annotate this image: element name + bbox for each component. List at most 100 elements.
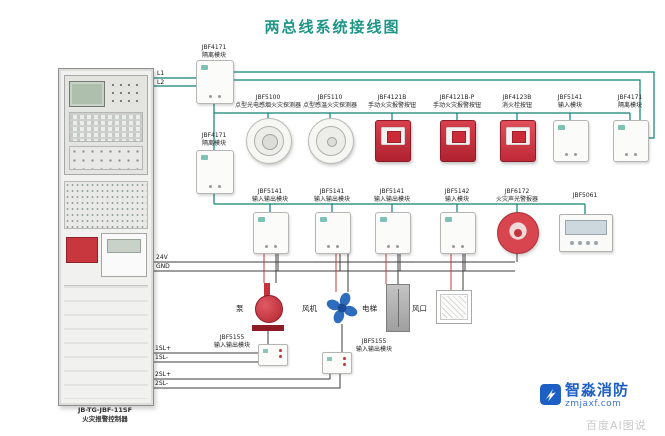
bus-label-2sl-plus: 2SL+: [155, 371, 171, 378]
bus-label-1sl-plus: 1SL+: [155, 345, 171, 352]
device-name: 输入模块: [557, 102, 582, 109]
io-module-5155-a: [258, 344, 288, 366]
device-name: 手动火灾报警按钮: [367, 102, 416, 109]
device-model: JBF5141: [379, 188, 405, 195]
device-name: 隔离模块: [201, 140, 226, 147]
io-module-5155-b: [322, 352, 352, 374]
bus-label-24v: 24V: [156, 254, 168, 261]
device-model: JBF4171: [201, 132, 227, 139]
row1-label-4: JBF4123B 消火栓按钮: [472, 94, 562, 110]
row2-label-3: JBF5142 输入模块: [417, 188, 497, 204]
isolator-module-right: [613, 120, 649, 162]
device-name: 输入输出模块: [251, 196, 288, 203]
device-model: JBF5100: [255, 94, 281, 101]
brand-icon: [540, 384, 561, 405]
bus-label-l2: L2: [157, 79, 165, 86]
pump-body: [255, 295, 283, 323]
brand-domain: zmjaxf.com: [565, 399, 622, 409]
floor-display-panel: [559, 214, 613, 252]
row1-label-3: JBF4121B-P 手动火灾报警按钮: [412, 94, 502, 110]
input-module-row2: [440, 212, 476, 254]
iso-mid-label: JBF4171 隔离模块: [169, 132, 259, 148]
device-model: JBF4121B-P: [439, 94, 475, 101]
row2-label-1: JBF5141 输入输出模块: [292, 188, 372, 204]
device-model: JBF5141: [257, 188, 283, 195]
fire-alarm-control-panel: [58, 68, 154, 406]
device-name: 隔离模块: [617, 102, 642, 109]
isolator-module-mid: [196, 150, 234, 194]
device-name: 输入模块: [444, 196, 469, 203]
device-name: 输入输出模块: [355, 346, 392, 353]
io5155-label-1: JBF5155 输入输出模块: [338, 338, 410, 354]
row2-label-4: JBF6172 火灾声光警报器: [477, 188, 557, 204]
row1-label-0: JBF5100 点型光电感烟火灾探测器: [223, 94, 313, 110]
fan-label: 风机: [302, 304, 317, 313]
device-name: 隔离模块: [201, 52, 226, 59]
bus-label-l1: L1: [157, 70, 165, 77]
device-model: JBF5110: [317, 94, 343, 101]
device-model: JBF4171: [201, 44, 227, 51]
brand-text: 智淼消防 zmjaxf.com: [565, 382, 629, 410]
device-name: 消火栓按钮: [501, 102, 532, 109]
row2-label-2: JBF5141 输入输出模块: [352, 188, 432, 204]
io5155-label-0: JBF5155 输入输出模块: [196, 334, 268, 350]
manual-call-point-2: [440, 120, 476, 162]
manual-call-point-1: [375, 120, 411, 162]
io-module-2: [315, 212, 351, 254]
smoke-detector: [246, 118, 292, 164]
elevator-label: 电梯: [362, 304, 377, 313]
row1-label-5: JBF5141 输入模块: [525, 94, 615, 110]
panel-caption: JB-TG-JBF-11SF 火灾报警控制器: [58, 406, 152, 424]
device-model: JBF5155: [361, 338, 387, 345]
panel-display-submodule: [101, 233, 147, 277]
pump-icon: [252, 283, 284, 331]
row1-label-1: JBF5110 点型感温火灾探测器: [285, 94, 375, 110]
bus-label-2sl-minus: 2SL-: [155, 380, 169, 387]
device-name: 输入输出模块: [373, 196, 410, 203]
pump-base: [252, 325, 284, 331]
hydrant-button: [500, 120, 536, 162]
row2-label-5: JBF5061: [545, 192, 625, 200]
brand-name: 智淼消防: [565, 381, 630, 399]
fan-icon: [326, 292, 358, 324]
watermark-text: 百度AI图说: [586, 419, 647, 432]
io-module-1: [253, 212, 289, 254]
brand-logo: 智淼消防 zmjaxf.com: [540, 382, 629, 410]
device-name: 点型感温火灾探测器: [302, 102, 357, 109]
device-name: 输入输出模块: [213, 342, 250, 349]
panel-keypad: [109, 81, 141, 105]
iso-top-label: JBF4171 隔离模块: [169, 44, 259, 60]
panel-lower-door: [64, 285, 148, 399]
vent-label: 风口: [412, 304, 427, 313]
red-control-lines: [263, 252, 452, 292]
panel-name: 火灾报警控制器: [82, 415, 128, 423]
panel-model: JB-TG-JBF-11SF: [77, 406, 133, 414]
input-module-row1: [553, 120, 589, 162]
row1-label-6: JBF4171 隔离模块: [585, 94, 665, 110]
panel-control-area: [64, 75, 148, 175]
device-model: JBF5141: [557, 94, 583, 101]
bus-label-gnd: GND: [156, 263, 170, 270]
diagram-title: 两总线系统接线图: [264, 18, 401, 36]
device-model: JBF5141: [319, 188, 345, 195]
isolator-module-top: [196, 60, 234, 104]
device-model: JBF4121B: [377, 94, 407, 101]
panel-screen: [69, 81, 105, 107]
device-model: JBF5142: [444, 188, 470, 195]
air-vent-icon: [436, 290, 472, 324]
row2-label-0: JBF5141 输入输出模块: [230, 188, 310, 204]
device-model: JBF6172: [504, 188, 530, 195]
device-model: JBF5155: [219, 334, 245, 341]
pump-pipe: [264, 283, 270, 297]
device-model: JBF5061: [572, 192, 598, 199]
panel-button-row: [69, 146, 143, 170]
elevator-icon: [386, 284, 410, 332]
row1-label-2: JBF4121B 手动火灾报警按钮: [347, 94, 437, 110]
io-module-3: [375, 212, 411, 254]
device-name: 点型光电感烟火灾探测器: [234, 102, 301, 109]
panel-indicator-grid: [69, 112, 143, 142]
device-model: JBF4123B: [502, 94, 532, 101]
panel-led-matrix: [64, 181, 148, 229]
pump-label: 泵: [236, 304, 244, 313]
